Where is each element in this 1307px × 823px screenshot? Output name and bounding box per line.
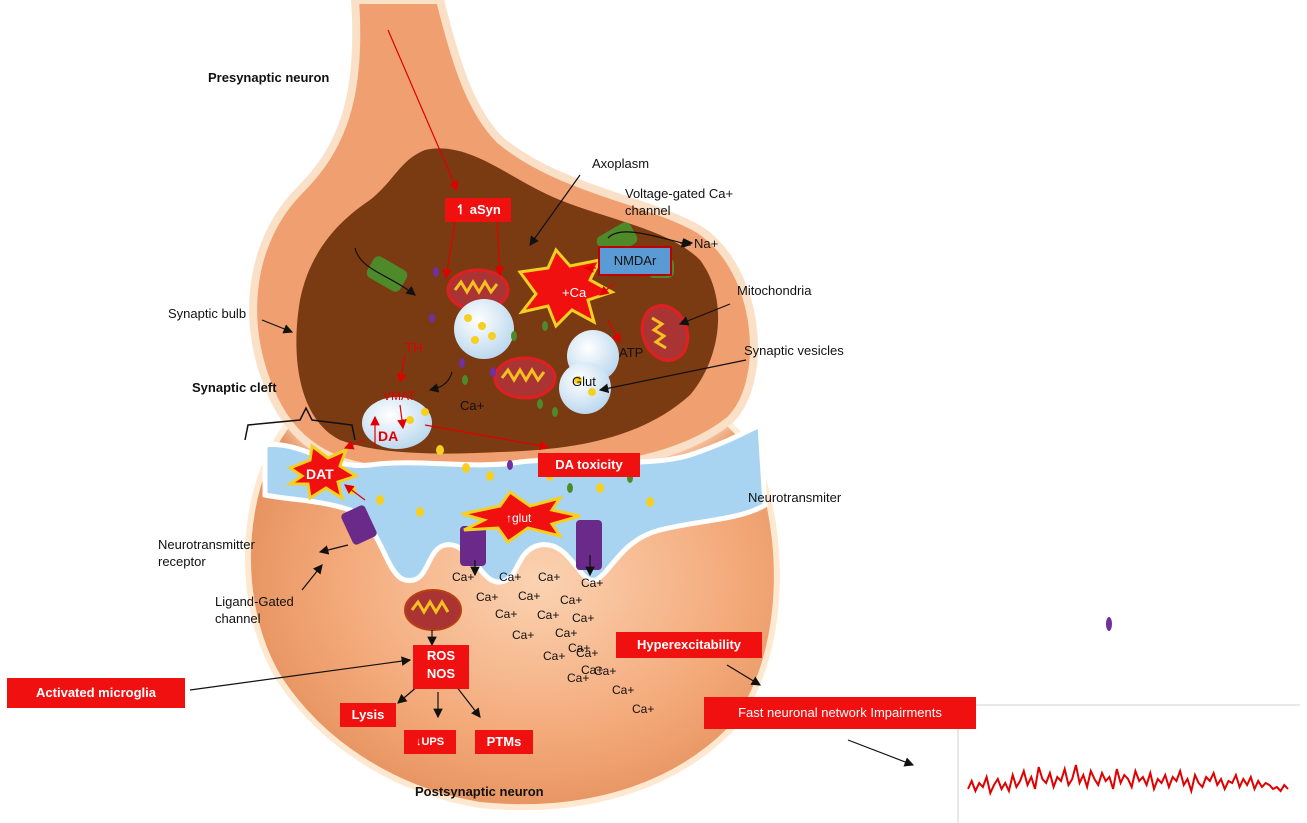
dat-label: DAT bbox=[306, 466, 334, 482]
nt-receptor-label-2: receptor bbox=[158, 554, 206, 570]
synaptic-bulb-label: Synaptic bulb bbox=[168, 306, 246, 322]
receptor-3 bbox=[576, 520, 602, 570]
fast-network-box: Fast neuronal network Impairments bbox=[704, 697, 976, 729]
ca-ion: Ca+ bbox=[512, 628, 534, 642]
ca-ion: Ca+ bbox=[499, 570, 521, 584]
plus-ca-label: +Ca bbox=[562, 285, 586, 301]
ligand-gated-label: Ligand-Gated bbox=[215, 594, 294, 610]
ca-ion: Ca+ bbox=[632, 702, 654, 716]
receptor-2 bbox=[460, 526, 486, 566]
da-label: DA bbox=[378, 428, 398, 444]
atp-label: ATP bbox=[619, 345, 643, 361]
ros-label: ROS bbox=[413, 647, 469, 665]
presynaptic-label: Presynaptic neuron bbox=[208, 70, 329, 86]
nos-label: NOS bbox=[413, 665, 469, 683]
ca-ion: Ca+ bbox=[495, 607, 517, 621]
ca-ion: Ca+ bbox=[518, 589, 540, 603]
da-toxicity-box: DA toxicity bbox=[538, 453, 640, 477]
synaptic-vesicles-label: Synaptic vesicles bbox=[744, 343, 844, 359]
ca-ion: Ca+ bbox=[537, 608, 559, 622]
vmat-label: VMAT bbox=[383, 388, 415, 404]
synaptic-cleft-label: Synaptic cleft bbox=[192, 380, 277, 396]
ca-ion: Ca+ bbox=[555, 626, 577, 640]
asyn-box: ↿ aSyn bbox=[445, 198, 511, 222]
activated-microglia-box: Activated microglia bbox=[7, 678, 185, 708]
glut-up-label: ↑glut bbox=[506, 510, 531, 526]
mitochondrion-2 bbox=[495, 358, 555, 398]
lysis-box: Lysis bbox=[340, 703, 396, 727]
ca-label-axo: Ca+ bbox=[460, 398, 484, 414]
vgcc-label: Voltage-gated Ca+ bbox=[625, 186, 733, 202]
ca-ion: Ca+ bbox=[543, 649, 565, 663]
ca-ion: Ca+ bbox=[560, 593, 582, 607]
na-label: Na+ bbox=[694, 236, 718, 252]
ca-ion: Ca+ bbox=[538, 570, 560, 584]
ups-box: ↓UPS bbox=[404, 730, 456, 754]
nmda-receptor: NMDAr bbox=[598, 246, 672, 276]
ptms-box: PTMs bbox=[475, 730, 533, 754]
ca-ion: Ca+ bbox=[572, 611, 594, 625]
ca-ion: Ca+ bbox=[452, 570, 474, 584]
neurotransmiter-label: Neurotransmiter bbox=[748, 490, 841, 506]
ca-ion: Ca+ bbox=[476, 590, 498, 604]
ligand-gated-label-2: channel bbox=[215, 611, 261, 627]
hyperexcitability-box: Hyperexcitability bbox=[616, 632, 762, 658]
th-label: TH bbox=[405, 340, 422, 356]
mitochondrion-4 bbox=[405, 590, 461, 630]
glut-label: Glut bbox=[572, 374, 596, 390]
ca-ion: Ca+ bbox=[594, 664, 616, 678]
postsynaptic-label: Postsynaptic neuron bbox=[415, 784, 544, 800]
nt-receptor-label: Neurotransmitter bbox=[158, 537, 255, 553]
ca-ion: Ca+ bbox=[576, 646, 598, 660]
mitochondria-label: Mitochondria bbox=[737, 283, 811, 299]
ca-ion: Ca+ bbox=[612, 683, 634, 697]
vgcc-label-2: channel bbox=[625, 203, 671, 219]
axoplasm-label: Axoplasm bbox=[592, 156, 649, 172]
ros-nos-box: ROS NOS bbox=[413, 645, 469, 689]
ca-ion: Ca+ bbox=[567, 671, 589, 685]
ca-ion: Ca+ bbox=[581, 576, 603, 590]
